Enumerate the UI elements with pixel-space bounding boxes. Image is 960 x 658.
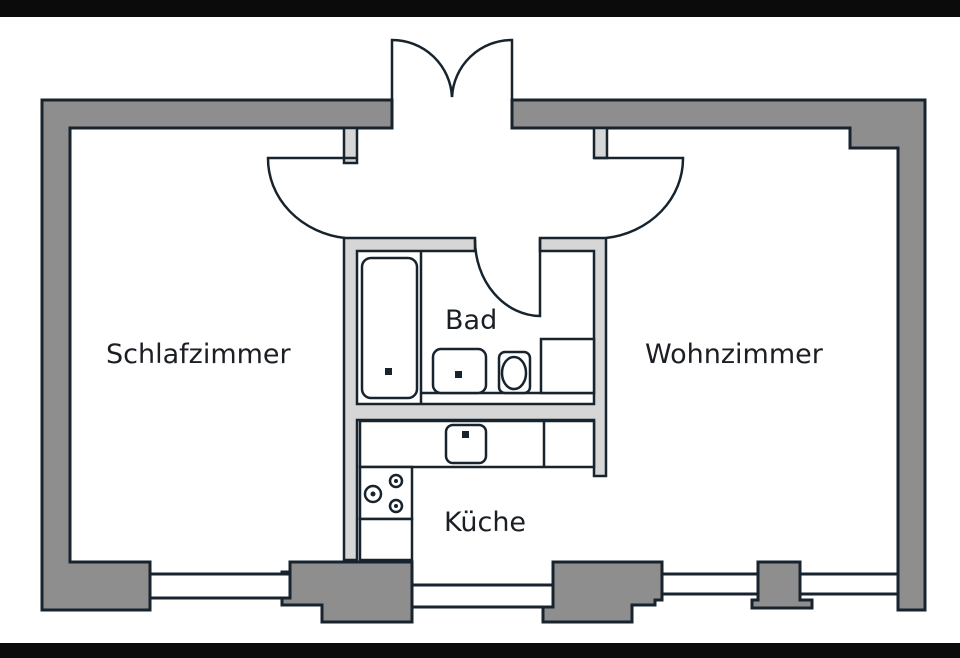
bottom-letterbox [0, 643, 960, 658]
kitchen-cabinet [358, 517, 414, 562]
wall-bottom-pillar-1 [280, 560, 414, 624]
washing-machine [539, 337, 596, 395]
drain-markers [370, 368, 469, 508]
room-label-living-room: Wohnzimmer [645, 339, 823, 370]
window-2 [410, 583, 555, 609]
room-label-kitchen: Küche [444, 507, 527, 538]
wall-bottom-pillar-2 [541, 560, 664, 624]
window-1 [148, 572, 292, 600]
pillar-left [342, 126, 359, 165]
living-room-door [594, 156, 685, 240]
window-4 [798, 572, 900, 596]
outer-walls [40, 98, 927, 624]
window-3 [660, 572, 760, 596]
room-label-bathroom: Bad [445, 305, 498, 336]
bathroom-door [473, 238, 542, 318]
fixtures [358, 251, 596, 562]
room-label-bedroom: Schlafzimmer [106, 339, 291, 370]
entry-door-right [450, 38, 514, 100]
doors [266, 38, 685, 318]
wall-right-top [510, 98, 927, 612]
windows [148, 572, 900, 609]
top-letterbox [0, 0, 960, 17]
wall-left-top [40, 98, 394, 612]
bathtub [360, 256, 419, 400]
entry-door-left [390, 38, 454, 100]
kitchen-sink [444, 423, 488, 465]
pillar-right [592, 126, 609, 160]
bedroom-door [266, 156, 357, 240]
